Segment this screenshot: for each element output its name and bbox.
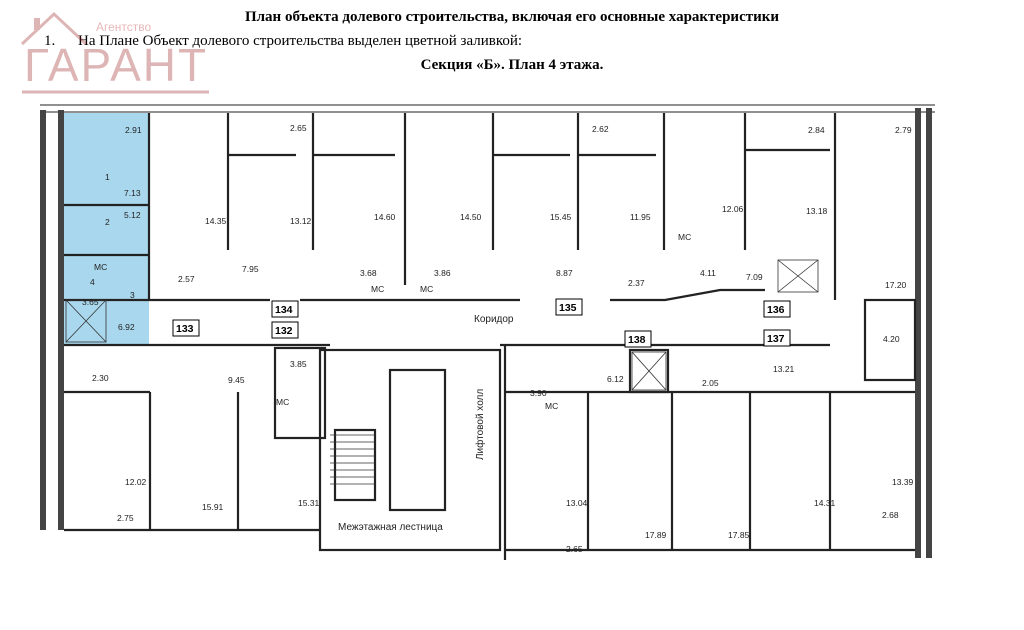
area-label: 2.05 (702, 378, 719, 388)
area-label: 2.68 (882, 510, 899, 520)
room-area-3: 6.92 (118, 322, 135, 332)
area-label: 17.85 (728, 530, 750, 540)
area-label: 6.12 (607, 374, 624, 384)
area-label: 2.65 (566, 544, 583, 554)
area-label: 3.68 (360, 268, 377, 278)
section-subtitle: Секция «Б». План 4 этажа. (420, 57, 604, 73)
stair-label: Межэтажная лестница (338, 522, 443, 533)
watermark-agency: Агентство (96, 20, 152, 34)
area-label: 3.86 (434, 268, 451, 278)
walls (40, 108, 932, 560)
highlighted-apartment (64, 113, 149, 345)
area-label: 8.87 (556, 268, 573, 278)
svg-text:132: 132 (275, 325, 293, 337)
area-label: 17.20 (885, 280, 907, 290)
room-index-4: 4 (90, 277, 95, 287)
area-label: 2.30 (92, 373, 109, 383)
watermark-brand: ГАРАНТ (24, 39, 209, 91)
item-line: 1. На Плане Объект долевого строительства… (44, 33, 1024, 50)
area-label: 7.09 (746, 272, 763, 282)
area-label: 3.90 (530, 388, 547, 398)
area-label: 13.18 (806, 206, 828, 216)
mc-label: МС (371, 284, 384, 294)
corridor-label: Коридор (474, 314, 514, 325)
page-title: План объекта долевого строительства, вкл… (244, 9, 780, 25)
area-label: 15.45 (550, 212, 572, 222)
unit-box-134: 134 (271, 300, 299, 318)
mc-label: МС (420, 284, 433, 294)
area-label: 13.39 (892, 477, 914, 487)
area-label: 4.20 (883, 334, 900, 344)
svg-text:135: 135 (559, 302, 577, 314)
area-label: 12.06 (722, 204, 744, 214)
svg-text:136: 136 (767, 304, 785, 316)
room-index-1: 1 (105, 172, 110, 182)
area-label: 2.84 (808, 125, 825, 135)
area-label: 13.12 (290, 216, 312, 226)
area-label: 2.62 (592, 124, 609, 134)
area-label: 7.95 (242, 264, 259, 274)
area-label: 14.31 (814, 498, 836, 508)
area-label: 14.60 (374, 212, 396, 222)
svg-text:137: 137 (767, 333, 785, 345)
unit-box-137: 137 (763, 329, 791, 347)
room-index-3: 3 (130, 290, 135, 300)
mc-label: МС (678, 232, 691, 242)
area-label: 2.79 (895, 125, 912, 135)
mc-label: МС (545, 401, 558, 411)
unit-box-133: 133 (172, 319, 200, 337)
lift-hall-label: Лифтовой холл (474, 389, 486, 460)
room-index-2: 2 (105, 217, 110, 227)
area-label: 14.35 (205, 216, 227, 226)
balcony-area: 2.91 (125, 125, 142, 135)
area-label: 14.50 (460, 212, 482, 222)
svg-text:133: 133 (176, 323, 194, 335)
mc-label: МС (94, 262, 107, 272)
area-label: 2.65 (290, 123, 307, 133)
room-area-4: 3.65 (82, 297, 99, 307)
area-label: 3.85 (290, 359, 307, 369)
room-area-2: 5.12 (124, 210, 141, 220)
svg-text:134: 134 (275, 304, 293, 316)
area-label: 11.95 (630, 212, 651, 222)
unit-box-136: 136 (763, 300, 791, 318)
area-label: 2.37 (628, 278, 645, 288)
svg-text:138: 138 (628, 334, 646, 346)
unit-box-132: 132 (271, 321, 299, 339)
area-label: 15.91 (202, 502, 224, 512)
area-label: 9.45 (228, 375, 245, 385)
room-area-1: 7.13 (124, 188, 141, 198)
unit-box-138: 138 (624, 330, 652, 348)
mc-label: МС (276, 397, 289, 407)
area-label: 13.04 (566, 498, 588, 508)
item-number: 1. (44, 33, 56, 49)
house-logo-icon (20, 11, 209, 94)
area-label: 12.02 (125, 477, 147, 487)
unit-box-135: 135 (555, 298, 583, 316)
area-label: 4.11 (700, 268, 716, 278)
item-text: На Плане Объект долевого строительства в… (78, 33, 523, 49)
agency-watermark: Агентство ГАРАНТ (14, 4, 214, 96)
area-label: 15.31 (298, 498, 320, 508)
area-label: 2.57 (178, 274, 195, 284)
area-label: 13.21 (773, 364, 795, 374)
area-label: 17.89 (645, 530, 667, 540)
area-label: 2.75 (117, 513, 134, 523)
